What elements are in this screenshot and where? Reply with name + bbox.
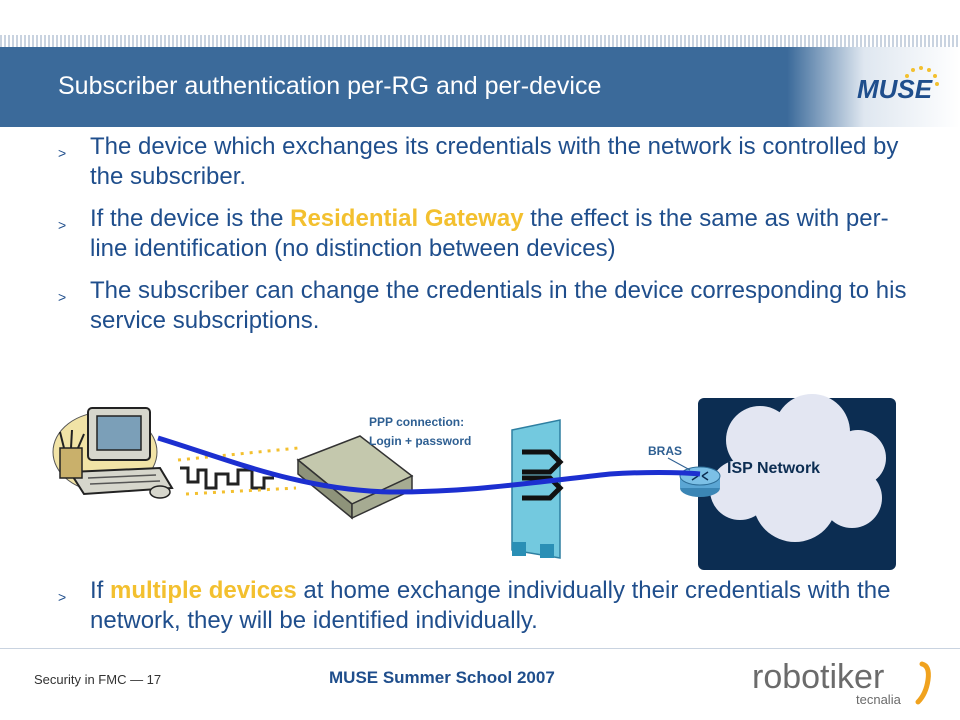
bullet-item-bottom: > If multiple devices at home exchange i… [58,576,960,636]
residential-gateway-icon [296,435,414,520]
slide-title: Subscriber authentication per-RG and per… [58,72,602,100]
title-bar [0,47,960,127]
home-wiring-dashes [177,446,299,496]
ppp-label-line2: Login + password [369,434,472,448]
bullet-marker: > [58,217,67,233]
access-node-icon [511,419,564,559]
bullet-marker: > [58,289,67,305]
footer-slide-info: Security in FMC — 17 [34,672,162,687]
bullet-list: > The device which exchanges its credent… [58,132,918,348]
network-diagram: PPP connection: Login + password BRAS IS… [0,380,960,580]
ppp-connection-line [157,435,701,495]
bullet-marker: > [58,145,67,161]
muse-logo-text: MUSE [857,74,933,104]
isp-network-label: ISP Network [727,460,821,477]
bullet-text: The subscriber can change the credential… [90,277,907,334]
robotiker-logo-text: robotiker [752,658,884,696]
top-stripe [0,35,960,47]
bullet-text: If the device is the [90,205,291,232]
diagram-canvas [52,394,896,570]
home-wiring [180,466,274,490]
bras-label: BRAS [648,444,683,458]
muse-logo-icon: MUSE [857,66,939,104]
bullet-text: at home exchange individually their cred… [90,577,891,634]
footer-event-name: MUSE Summer School 2007 [329,668,555,687]
computer-icon [52,407,174,499]
bullet-text: the effect is the same as with per-line … [90,205,889,262]
cloud-icon [710,394,886,542]
bras-pointer-line [667,457,691,471]
robotiker-logo-icon: robotiker tecnalia [752,658,931,707]
highlight-residential-gateway: Residential Gateway [290,205,524,232]
footer-divider [0,648,960,649]
bullet-marker: > [58,589,67,605]
bullet-text: If [90,577,111,604]
ppp-label-line1: PPP connection: [369,415,465,429]
robotiker-logo-subtext: tecnalia [856,692,902,707]
bullet-item: > The subscriber can change the credenti… [58,276,918,336]
bullet-item: > If the device is the Residential Gatew… [58,204,918,264]
bullet-text: The device which exchanges its credentia… [90,133,899,190]
highlight-multiple-devices: multiple devices [110,577,297,604]
bullet-item: > The device which exchanges its credent… [58,132,918,192]
